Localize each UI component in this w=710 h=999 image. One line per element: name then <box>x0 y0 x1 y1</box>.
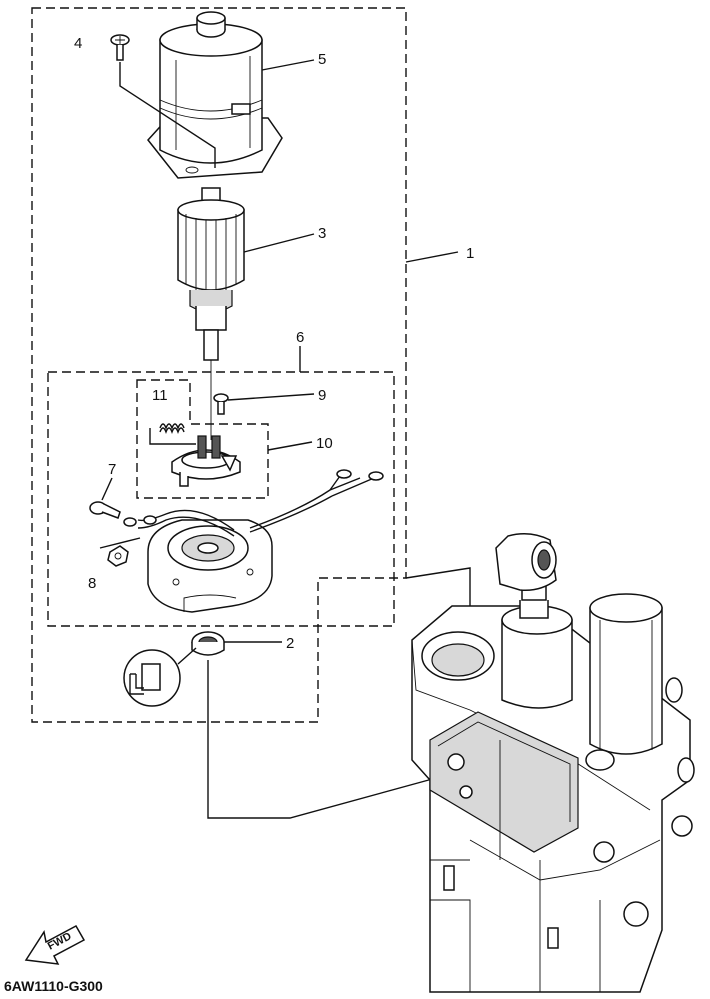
end-cover[interactable] <box>123 469 384 613</box>
callout-9: 9 <box>318 387 326 404</box>
motor-housing[interactable] <box>147 11 283 179</box>
assembly-10-boundary <box>136 379 269 499</box>
callout-6: 6 <box>296 329 304 346</box>
callout-4: 4 <box>74 35 82 52</box>
callout-1: 1 <box>466 245 474 262</box>
assembly-6-boundary <box>47 371 395 627</box>
tilt-unit <box>411 533 695 993</box>
fwd-arrow-icon: FWD <box>24 924 86 965</box>
callout-11: 11 <box>152 387 168 404</box>
callout-8: 8 <box>88 575 96 592</box>
brush-holder[interactable] <box>171 435 241 487</box>
spring-11[interactable] <box>159 423 185 434</box>
nut-8[interactable] <box>107 545 129 567</box>
callout-3: 3 <box>318 225 326 242</box>
callout-2: 2 <box>286 635 294 652</box>
assembly-1-boundary <box>31 7 407 723</box>
callout-10: 10 <box>316 435 333 452</box>
armature[interactable] <box>177 187 245 361</box>
screw-4[interactable] <box>110 34 130 61</box>
bolt-7[interactable] <box>89 501 121 519</box>
detail-inset <box>123 647 197 707</box>
callout-7: 7 <box>108 461 116 478</box>
drawing-code: 6AW1110-G300 <box>4 978 103 994</box>
callout-5: 5 <box>318 51 326 68</box>
screw-9[interactable] <box>213 393 229 415</box>
bushing[interactable] <box>191 631 225 656</box>
